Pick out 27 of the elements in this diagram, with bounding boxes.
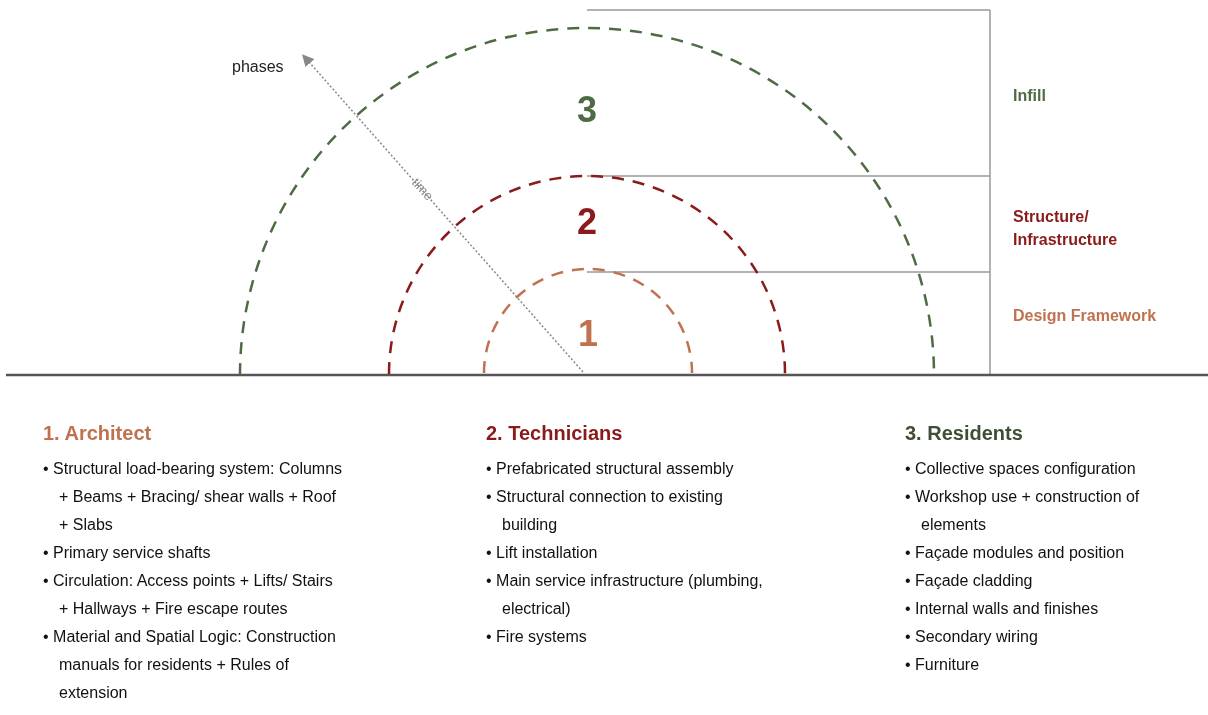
list-item: • Structural connection to existing building: [486, 487, 724, 535]
axis-label: time: [408, 175, 437, 204]
list-item: • Circulation: Access points + Lifts/ Stairs + Hallways + Fire escape routes: [43, 571, 334, 619]
list-item: • Façade cladding: [905, 571, 1034, 591]
phase-number: 3: [576, 90, 598, 130]
band-label: Design Framework: [1013, 307, 1158, 325]
phase-number: 1: [577, 314, 599, 354]
phase-number: 2: [576, 202, 598, 242]
column-heading: 3. Residents: [905, 422, 1023, 445]
column-heading: 1. Architect: [43, 422, 152, 445]
list-item: • Furniture: [905, 655, 981, 675]
list-item: • Lift installation: [486, 543, 599, 563]
list-item: • Prefabricated structural assembly: [486, 459, 735, 479]
band-label: Structure/ Infrastructure: [1013, 207, 1119, 250]
list-item: • Main service infrastructure (plumbing, electrical): [486, 571, 764, 619]
list-item: • Primary service shafts: [43, 543, 212, 563]
list-item: • Façade modules and position: [905, 543, 1126, 563]
list-item: • Internal walls and finishes: [905, 599, 1100, 619]
list-item: • Secondary wiring: [905, 627, 1039, 647]
list-item: • Material and Spatial Logic: Construction manuals for residents + Rules of extension: [43, 627, 337, 703]
list-item: • Structural load-bearing system: Columns + Beams + Bracing/ shear walls + Roof + Slabs: [43, 459, 343, 535]
axis-label: phases: [232, 58, 284, 76]
list-item: • Fire systems: [486, 627, 588, 647]
list-item: • Collective spaces configuration: [905, 459, 1137, 479]
band-label: Infill: [1013, 87, 1047, 105]
list-item: • Workshop use + construction of elements: [905, 487, 1141, 535]
column-heading: 2. Technicians: [486, 422, 623, 445]
